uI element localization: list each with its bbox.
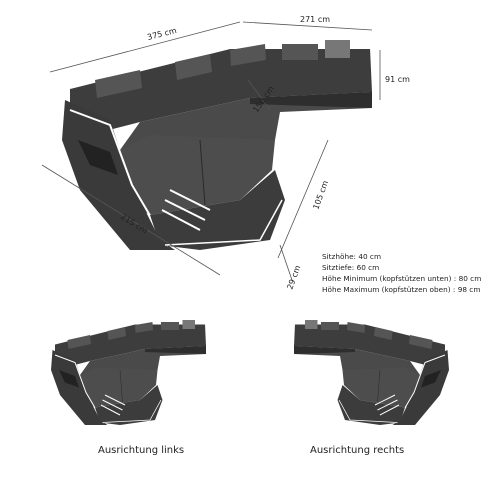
spec-seat-depth: Sitztiefe: 60 cm	[322, 263, 380, 272]
dim-width-right: 271 cm	[300, 15, 330, 24]
spec-seat-height: Sitzhöhe: 40 cm	[322, 252, 382, 261]
spec-height-max: Höhe Maximum (kopfstützen oben) : 98 cm	[322, 285, 481, 294]
sofa-left-orientation-image	[50, 319, 207, 426]
dimension-lines	[41, 21, 381, 281]
caption-right-orientation: Ausrichtung rechts	[310, 445, 405, 456]
sofa-right-orientation-image	[293, 319, 450, 426]
dim-height-right: 91 cm	[385, 75, 410, 84]
caption-left-orientation: Ausrichtung links	[98, 445, 185, 456]
spec-height-min: Höhe Minimum (kopfstützen unten) : 80 cm	[322, 274, 482, 283]
dim-depth-right: 105 cm	[311, 179, 330, 210]
